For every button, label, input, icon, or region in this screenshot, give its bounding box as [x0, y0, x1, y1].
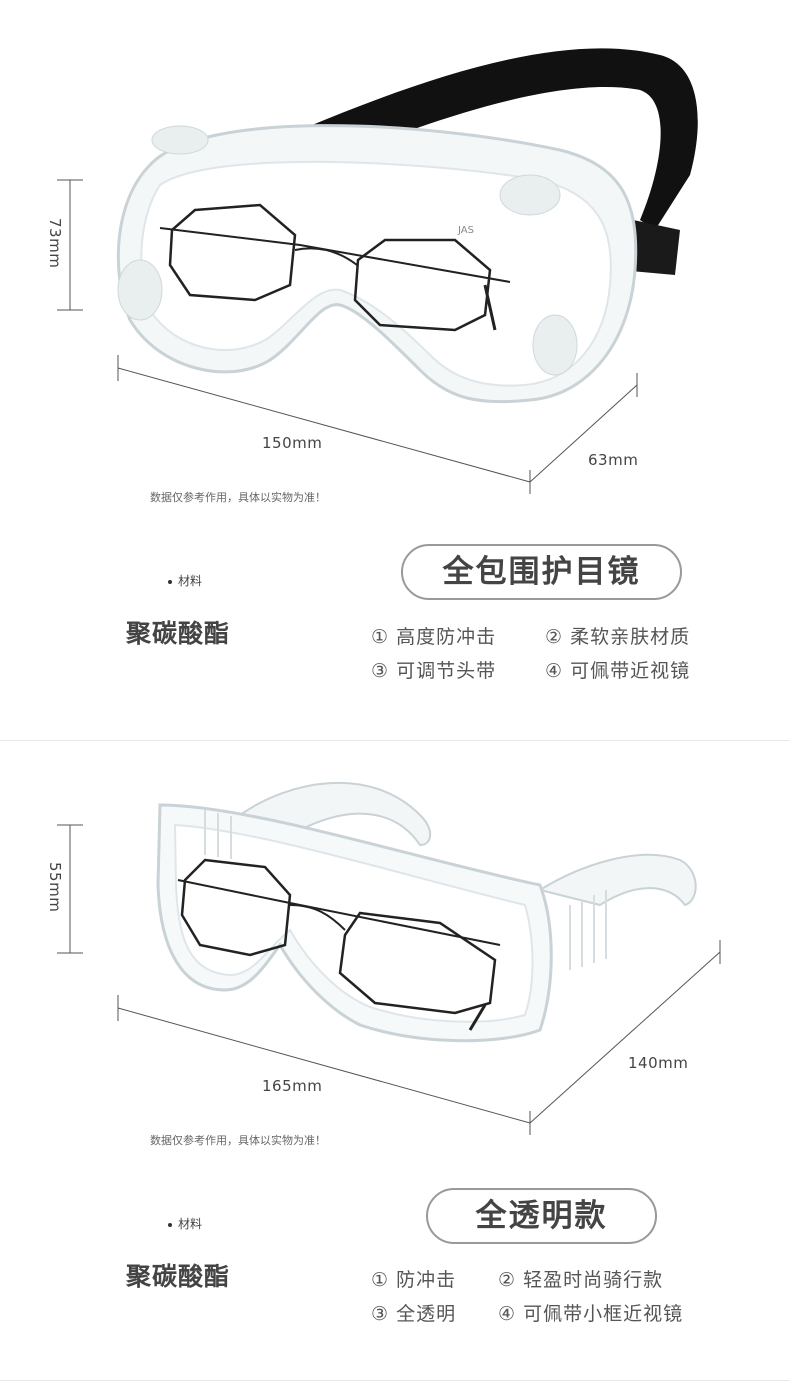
depth-dimension-label: 140mm — [628, 1054, 689, 1072]
disclaimer-note: 数据仅参考作用，具体以实物为准！ — [150, 1134, 326, 1147]
feature-item: ④ 可佩带小框近视镜 — [498, 1303, 684, 1325]
feature-item: ③ 全透明 — [371, 1303, 457, 1325]
overspec-glasses-product-image — [57, 781, 721, 1135]
feature-item: ① 高度防冲击 — [371, 626, 497, 648]
goggles-product-image: JAS — [57, 48, 698, 494]
feature-item: ② 轻盈时尚骑行款 — [498, 1269, 664, 1291]
brand-mark: JAS — [457, 225, 474, 236]
width-dimension-label: 150mm — [262, 434, 323, 452]
section-divider — [0, 1380, 790, 1381]
disclaimer-note: 数据仅参考作用，具体以实物为准！ — [150, 491, 326, 504]
material-name: 聚碳酸酯 — [126, 619, 231, 648]
height-dimension-label: 55mm — [46, 862, 64, 913]
section-divider — [0, 740, 790, 741]
feature-item: ③ 可调节头带 — [371, 660, 497, 682]
width-dimension-label: 165mm — [262, 1077, 323, 1095]
product-title-pill: 全包围护目镜 — [401, 544, 682, 600]
material-caption: 材料 — [168, 1215, 202, 1232]
material-name: 聚碳酸酯 — [126, 1262, 231, 1291]
feature-item: ④ 可佩带近视镜 — [545, 660, 691, 682]
depth-dimension-label: 63mm — [588, 451, 639, 469]
material-caption: 材料 — [168, 572, 202, 589]
product-title-pill: 全透明款 — [426, 1188, 657, 1244]
height-dimension-label: 73mm — [46, 218, 64, 269]
feature-item: ② 柔软亲肤材质 — [545, 626, 691, 648]
feature-item: ① 防冲击 — [371, 1269, 457, 1291]
